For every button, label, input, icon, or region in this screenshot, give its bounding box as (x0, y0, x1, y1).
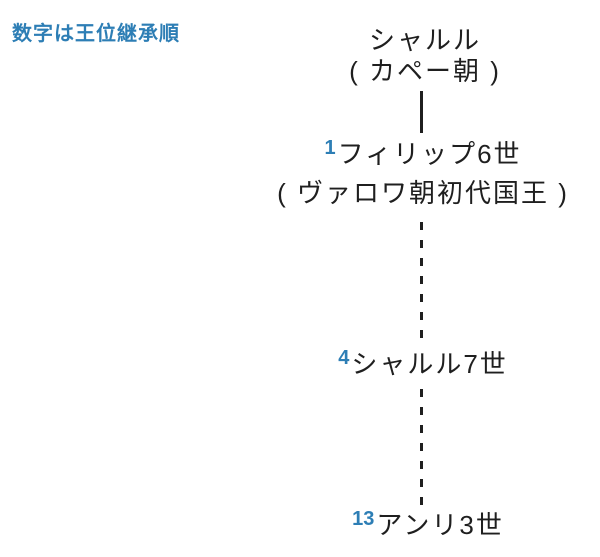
legend-note: 数字は王位継承順 (12, 23, 180, 45)
node-name-line: 4シャルル7世 (338, 347, 508, 384)
succession-number: 4 (338, 347, 350, 369)
node-name: フィリップ6世 (337, 139, 522, 169)
connector-dashed-line (420, 389, 423, 509)
node-subtitle: ( ヴァロワ朝初代国王 ) (277, 178, 569, 208)
node-name: アンリ3世 (376, 510, 504, 540)
succession-number: 1 (324, 137, 336, 159)
node-subtitle: ( カペー朝 ) (349, 56, 501, 86)
node-charles-capet: シャルル ( カペー朝 ) (349, 25, 501, 87)
node-name-line: 1フィリップ6世 (277, 136, 569, 175)
connector-solid-line (420, 91, 423, 133)
node-name: シャルル7世 (351, 349, 508, 379)
connector-dashed-line (420, 222, 423, 343)
node-name-line: 13アンリ3世 (352, 508, 504, 545)
node-name: シャルル (368, 25, 482, 55)
succession-number: 13 (352, 508, 375, 530)
node-philippe-6: 1フィリップ6世 ( ヴァロワ朝初代国王 ) (277, 136, 569, 211)
node-henri-3: 13アンリ3世 (352, 508, 504, 545)
node-charles-7: 4シャルル7世 (338, 347, 508, 384)
